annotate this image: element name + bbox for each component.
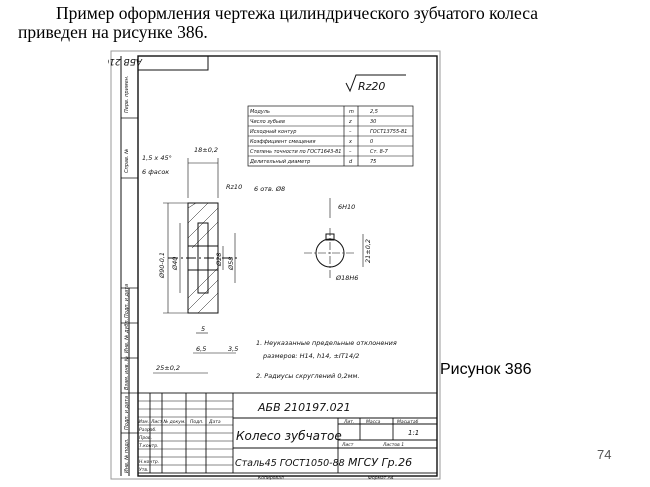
figure-caption: Рисунок 386 <box>440 361 532 378</box>
param-value: ГОСТ13755-81 <box>370 129 407 135</box>
dim-width: 18±0,2 <box>194 146 218 154</box>
tb-format: Формат А4 <box>368 475 394 481</box>
side-label: Подп. и дата <box>124 396 130 430</box>
param-name: Число зубьев <box>250 119 285 125</box>
tb-scale: Масштаб <box>397 419 419 425</box>
tb-label: Лист <box>150 419 163 425</box>
dim-6-5: 6,5 <box>196 345 206 353</box>
tb-label: № докум. <box>163 419 186 425</box>
tb-label: Утв. <box>139 467 148 473</box>
param-name: Коэффициент смещения <box>250 139 316 145</box>
side-label: Справ. № <box>124 149 130 173</box>
param-name: Модуль <box>250 109 270 115</box>
gear-drawing: Перв. примен. Справ. № Подп. и дата Инв.… <box>108 50 441 481</box>
tb-label: Пров. <box>139 435 152 441</box>
param-symbol: – <box>349 149 352 155</box>
dim-rz10: Rz10 <box>226 183 242 191</box>
param-name: Степень точности по ГОСТ1643-81 <box>250 149 341 155</box>
param-value: 75 <box>370 159 376 165</box>
paragraph-line-1: Пример оформления чертежа цилиндрическог… <box>56 3 538 23</box>
tb-name: Колесо зубчатое <box>236 429 342 443</box>
tb-label: Разраб. <box>139 427 157 433</box>
tb-code: АБВ 210197.021 <box>257 401 351 414</box>
param-name: Исходный контур <box>250 129 296 135</box>
param-value: 0 <box>370 139 373 145</box>
dim-d18: Ø18H6 <box>335 274 358 282</box>
param-name: Делительный диаметр <box>249 159 310 165</box>
dim-keyway: 6H10 <box>338 203 355 211</box>
param-symbol: d <box>349 159 353 165</box>
dim-d40: Ø40 <box>171 257 179 271</box>
side-label: Взам. инв. № <box>124 356 130 390</box>
dim-chamfer: 1,5 x 45° <box>142 154 172 162</box>
param-symbol: – <box>349 129 352 135</box>
paragraph-line-2: приведен на рисунке 386. <box>18 22 208 42</box>
dim-5: 5 <box>201 325 205 333</box>
dim-key-depth: 21±0,2 <box>364 239 372 263</box>
tb-material: Сталь45 ГОСТ1050-88 <box>235 458 345 469</box>
dim-holes: 6 отв. Ø8 <box>254 185 285 193</box>
dim-3-5: 3,5 <box>228 345 238 353</box>
param-value: 2,5 <box>370 109 378 115</box>
note-2: 2. Радиусы скруглений 0,2мм. <box>256 372 360 380</box>
corner-code: АБВ 210197.021 <box>108 56 143 66</box>
side-label: Инв. № дубл. <box>124 319 130 353</box>
note-1: 1. Неуказанные предельные отклонения <box>256 339 397 347</box>
page-number: 74 <box>597 447 612 462</box>
intro-paragraph: Пример оформления чертежа цилиндрическог… <box>18 4 638 42</box>
dim-d58: Ø58 <box>227 257 235 271</box>
dim-d28: Ø28 <box>215 253 223 267</box>
param-symbol: z <box>348 119 352 125</box>
dim-d90: Ø90-0,1 <box>158 252 166 279</box>
roughness-mark: Rz20 <box>358 80 385 93</box>
tb-sheet: Лист <box>341 442 354 448</box>
dim-25: 25±0,2 <box>156 364 180 372</box>
dim-chamfer-count: 6 фасок <box>142 168 169 176</box>
tb-label: Дата <box>208 419 221 425</box>
note-1b: размеров: H14, h14, ±IT14/2 <box>262 352 359 360</box>
tb-label: Н.контр. <box>139 459 159 465</box>
tb-sheets: Листов 1 <box>382 442 404 448</box>
param-symbol: m <box>349 109 354 115</box>
param-value: Ст. 8-7 <box>370 149 389 155</box>
side-label: Перв. примен. <box>124 75 130 113</box>
tb-label: Т.контр. <box>139 443 159 449</box>
tb-scale-value: 1:1 <box>408 429 419 437</box>
tb-label: Изм. <box>139 419 150 425</box>
param-value: 30 <box>370 119 376 125</box>
side-label: Инв. № подл. <box>124 439 130 474</box>
title-block <box>137 392 438 474</box>
side-label: Подп. и дата <box>124 284 130 318</box>
tb-org: МГСУ Гр.26 <box>348 456 412 469</box>
tb-label: Подп. <box>190 419 204 425</box>
param-symbol: x <box>348 139 352 145</box>
tb-copied: Копировал <box>258 475 284 481</box>
tb-lit: Лит. <box>343 419 354 425</box>
gear-section <box>153 158 238 374</box>
hub-view <box>304 198 364 278</box>
tb-mass: Масса <box>366 419 381 425</box>
